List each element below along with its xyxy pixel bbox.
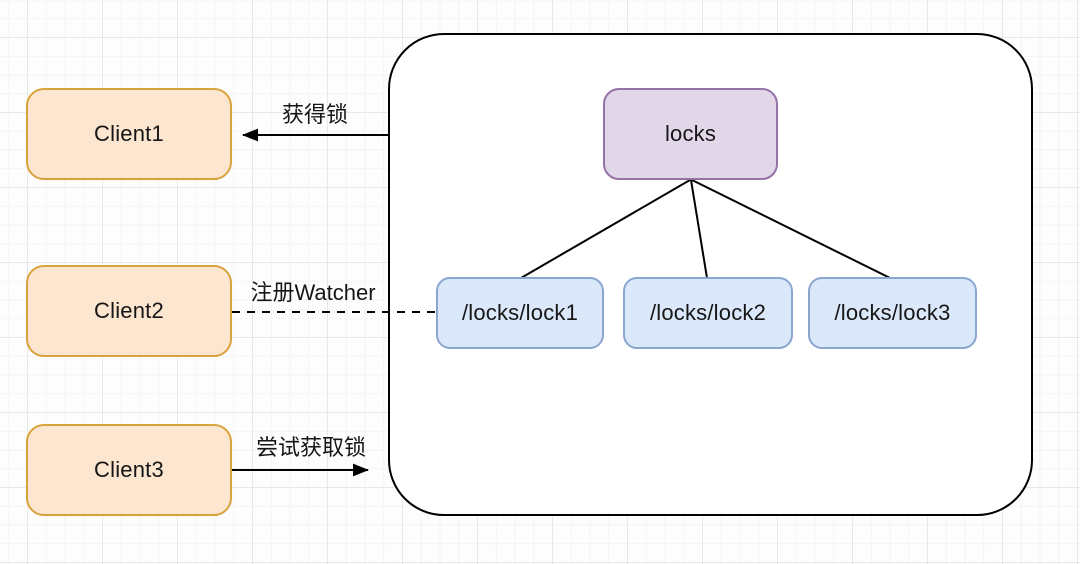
- node-client3: Client3: [26, 424, 232, 516]
- edge-label-register-watcher: 注册Watcher: [250, 280, 376, 305]
- node-lock2: /locks/lock2: [623, 277, 793, 349]
- edge-label-acquire-lock: 获得锁: [281, 102, 348, 127]
- node-lock1: /locks/lock1: [436, 277, 604, 349]
- node-lock3: /locks/lock3: [808, 277, 977, 349]
- node-client2: Client2: [26, 265, 232, 357]
- node-client1: Client1: [26, 88, 232, 180]
- node-locks-root: locks: [603, 88, 778, 180]
- edge-label-try-acquire-lock: 尝试获取锁: [255, 435, 366, 460]
